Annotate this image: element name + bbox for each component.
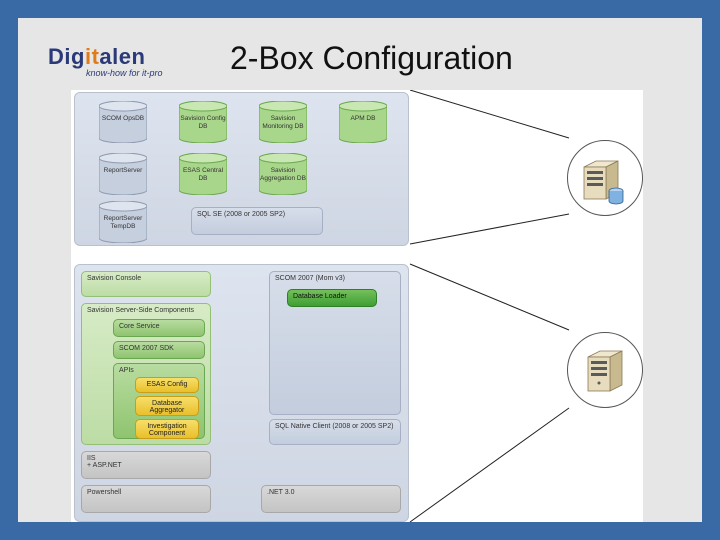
- investigation-component-box: Investigation Component: [135, 419, 199, 439]
- logo-tagline: know-how for it-pro: [86, 68, 163, 78]
- connector-lines: [409, 90, 570, 522]
- db-savision-config: Savision Config DB: [179, 101, 227, 143]
- management-server-circle: [567, 332, 643, 408]
- db-aggregator-box: Database Aggregator: [135, 396, 199, 416]
- database-server-panel: SCOM OpsDB Savision Config DB Savision M…: [74, 92, 409, 246]
- server-database-icon: [583, 160, 624, 205]
- database-loader-box: Database Loader: [287, 289, 377, 307]
- db-esas-central: ESAS Central DB: [179, 153, 227, 195]
- db-savision-aggregation: Savision Aggregation DB: [259, 153, 307, 195]
- savision-console-box: Savision Console: [81, 271, 211, 297]
- database-server-circle: [567, 140, 643, 216]
- logo-wordmark: Digitalen: [48, 44, 146, 69]
- digitalen-logo: Digitalen know-how for it-pro: [48, 44, 168, 94]
- core-service-box: Core Service: [113, 319, 205, 337]
- db-apm: APM DB: [339, 101, 387, 143]
- db-savision-monitoring: Savision Monitoring DB: [259, 101, 307, 143]
- db-scom-opsdb: SCOM OpsDB: [99, 101, 147, 143]
- server-icon: [587, 350, 623, 392]
- iis-box: IIS + ASP.NET: [81, 451, 211, 479]
- architecture-diagram: SCOM OpsDB Savision Config DB Savision M…: [71, 90, 643, 522]
- slide-title: 2-Box Configuration: [230, 40, 513, 76]
- powershell-box: Powershell: [81, 485, 211, 513]
- db-reportserver-tempdb: ReportServer TempDB: [99, 201, 147, 243]
- slide: Digitalen know-how for it-pro 2-Box Conf…: [18, 18, 702, 522]
- db-reportserver: ReportServer: [99, 153, 147, 195]
- dotnet-box: .NET 3.0: [261, 485, 401, 513]
- management-server-panel: Savision Console Savision Server-Side Co…: [74, 264, 409, 522]
- sql-native-client-box: SQL Native Client (2008 or 2005 SP2): [269, 419, 401, 445]
- sql-server-box: SQL SE (2008 or 2005 SP2): [191, 207, 323, 235]
- scom-sdk-box: SCOM 2007 SDK: [113, 341, 205, 359]
- esas-config-box: ESAS Config: [135, 377, 199, 393]
